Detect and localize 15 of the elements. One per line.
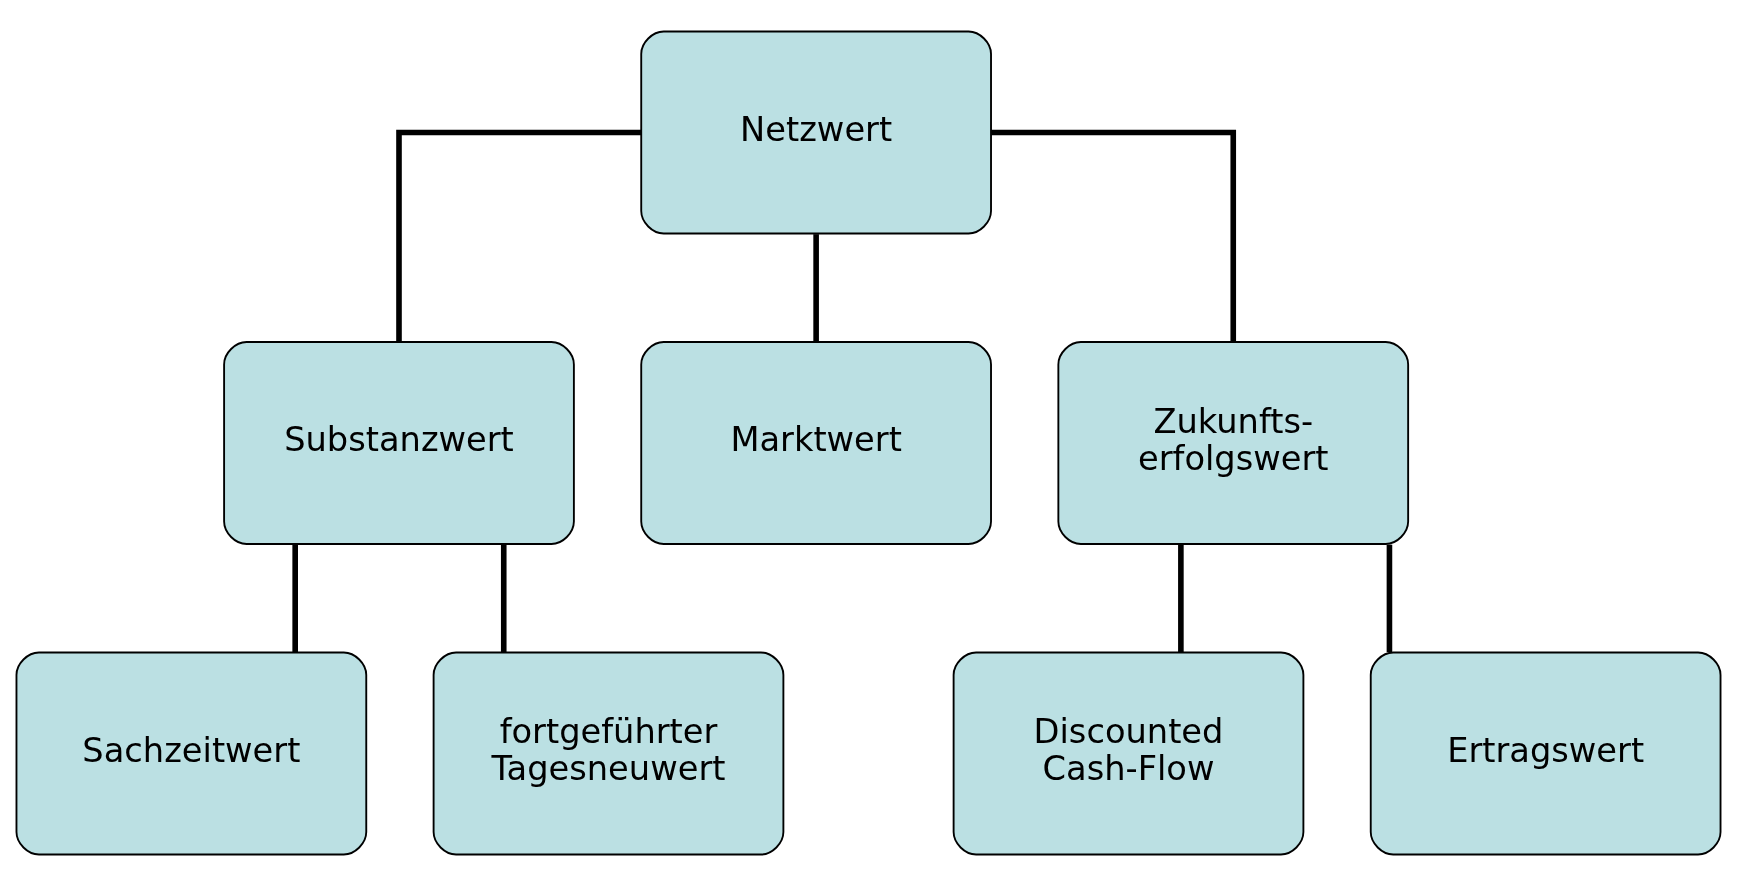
- connector: [991, 129, 1237, 341]
- connector: [396, 129, 642, 341]
- node-box: fortgeführter Tagesneuwert: [432, 651, 785, 855]
- connector: [500, 544, 507, 652]
- connector: [813, 233, 819, 342]
- node-box: Substanzwert: [223, 340, 575, 545]
- connector: [292, 544, 298, 652]
- node-box: Netzwert: [640, 30, 992, 234]
- connector: [1386, 544, 1393, 652]
- connector: [1178, 544, 1184, 652]
- node-box: Marktwert: [640, 340, 992, 545]
- node-box: Discounted Cash-Flow: [952, 651, 1305, 855]
- node-box: Zukunfts- erfolgswert: [1057, 340, 1410, 545]
- node-box: Ertragswert: [1369, 651, 1722, 855]
- node-box: Sachzeitwert: [15, 651, 368, 855]
